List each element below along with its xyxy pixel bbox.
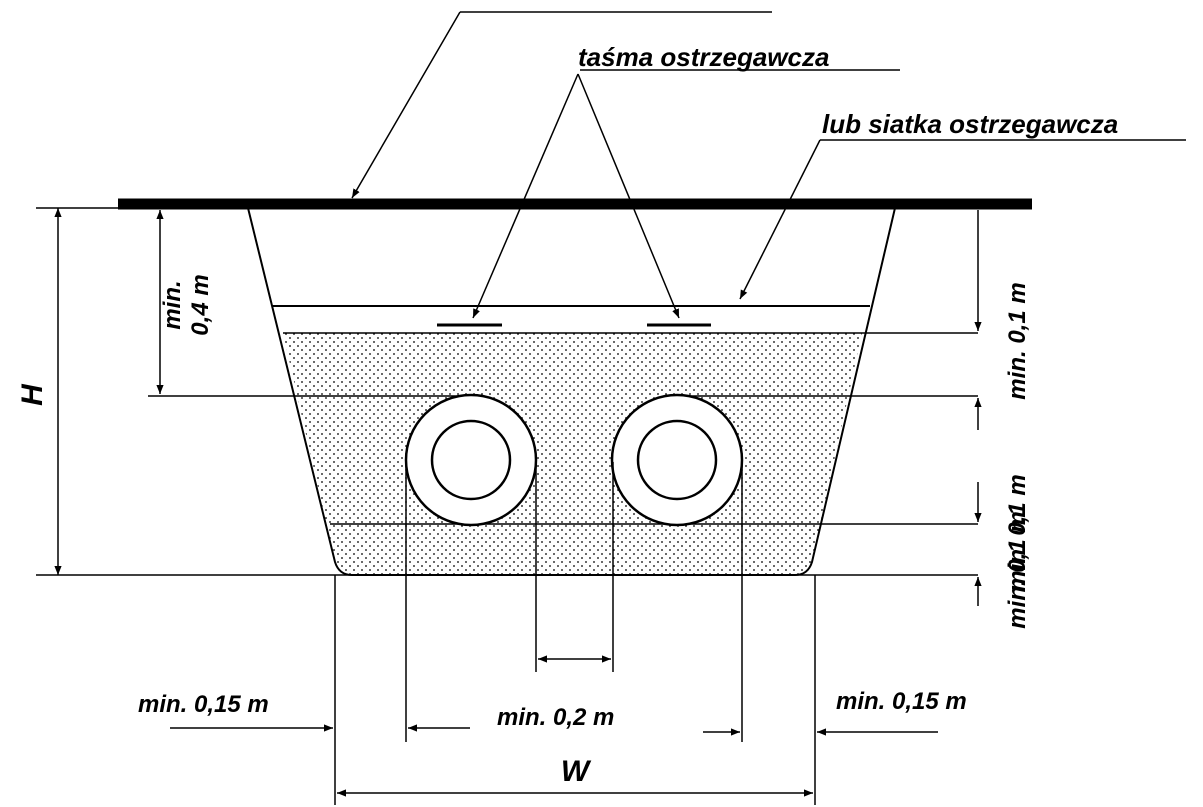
mesh-label: lub siatka ostrzegawcza (822, 109, 1118, 139)
sand-backfill (283, 333, 862, 575)
bedding-bottom-label: min. 0,1 m (1004, 511, 1031, 628)
mesh-leader (739, 139, 1186, 300)
svg-text:min.: min. (159, 280, 186, 329)
h-label: H (16, 383, 49, 406)
h-dimension (36, 207, 118, 575)
pipe-left (404, 393, 538, 527)
tape-leader (472, 69, 900, 319)
tape-clearance-label: min. 0,1 m (1004, 282, 1031, 399)
bedding-top-label: min. 0,1 m (1004, 474, 1031, 591)
ground-leader (351, 11, 772, 199)
svg-text:0,4 m: 0,4 m (187, 274, 214, 335)
depth-top-label: min. 0,4 m (159, 274, 214, 335)
pipe-right (610, 393, 744, 527)
tape-label: taśma ostrzegawcza (578, 42, 829, 72)
side-right-label: min. 0,15 m (836, 688, 967, 715)
w-label: W (561, 755, 592, 788)
spacing-label: min. 0,2 m (497, 704, 614, 731)
side-left-label: min. 0,15 m (138, 691, 269, 718)
